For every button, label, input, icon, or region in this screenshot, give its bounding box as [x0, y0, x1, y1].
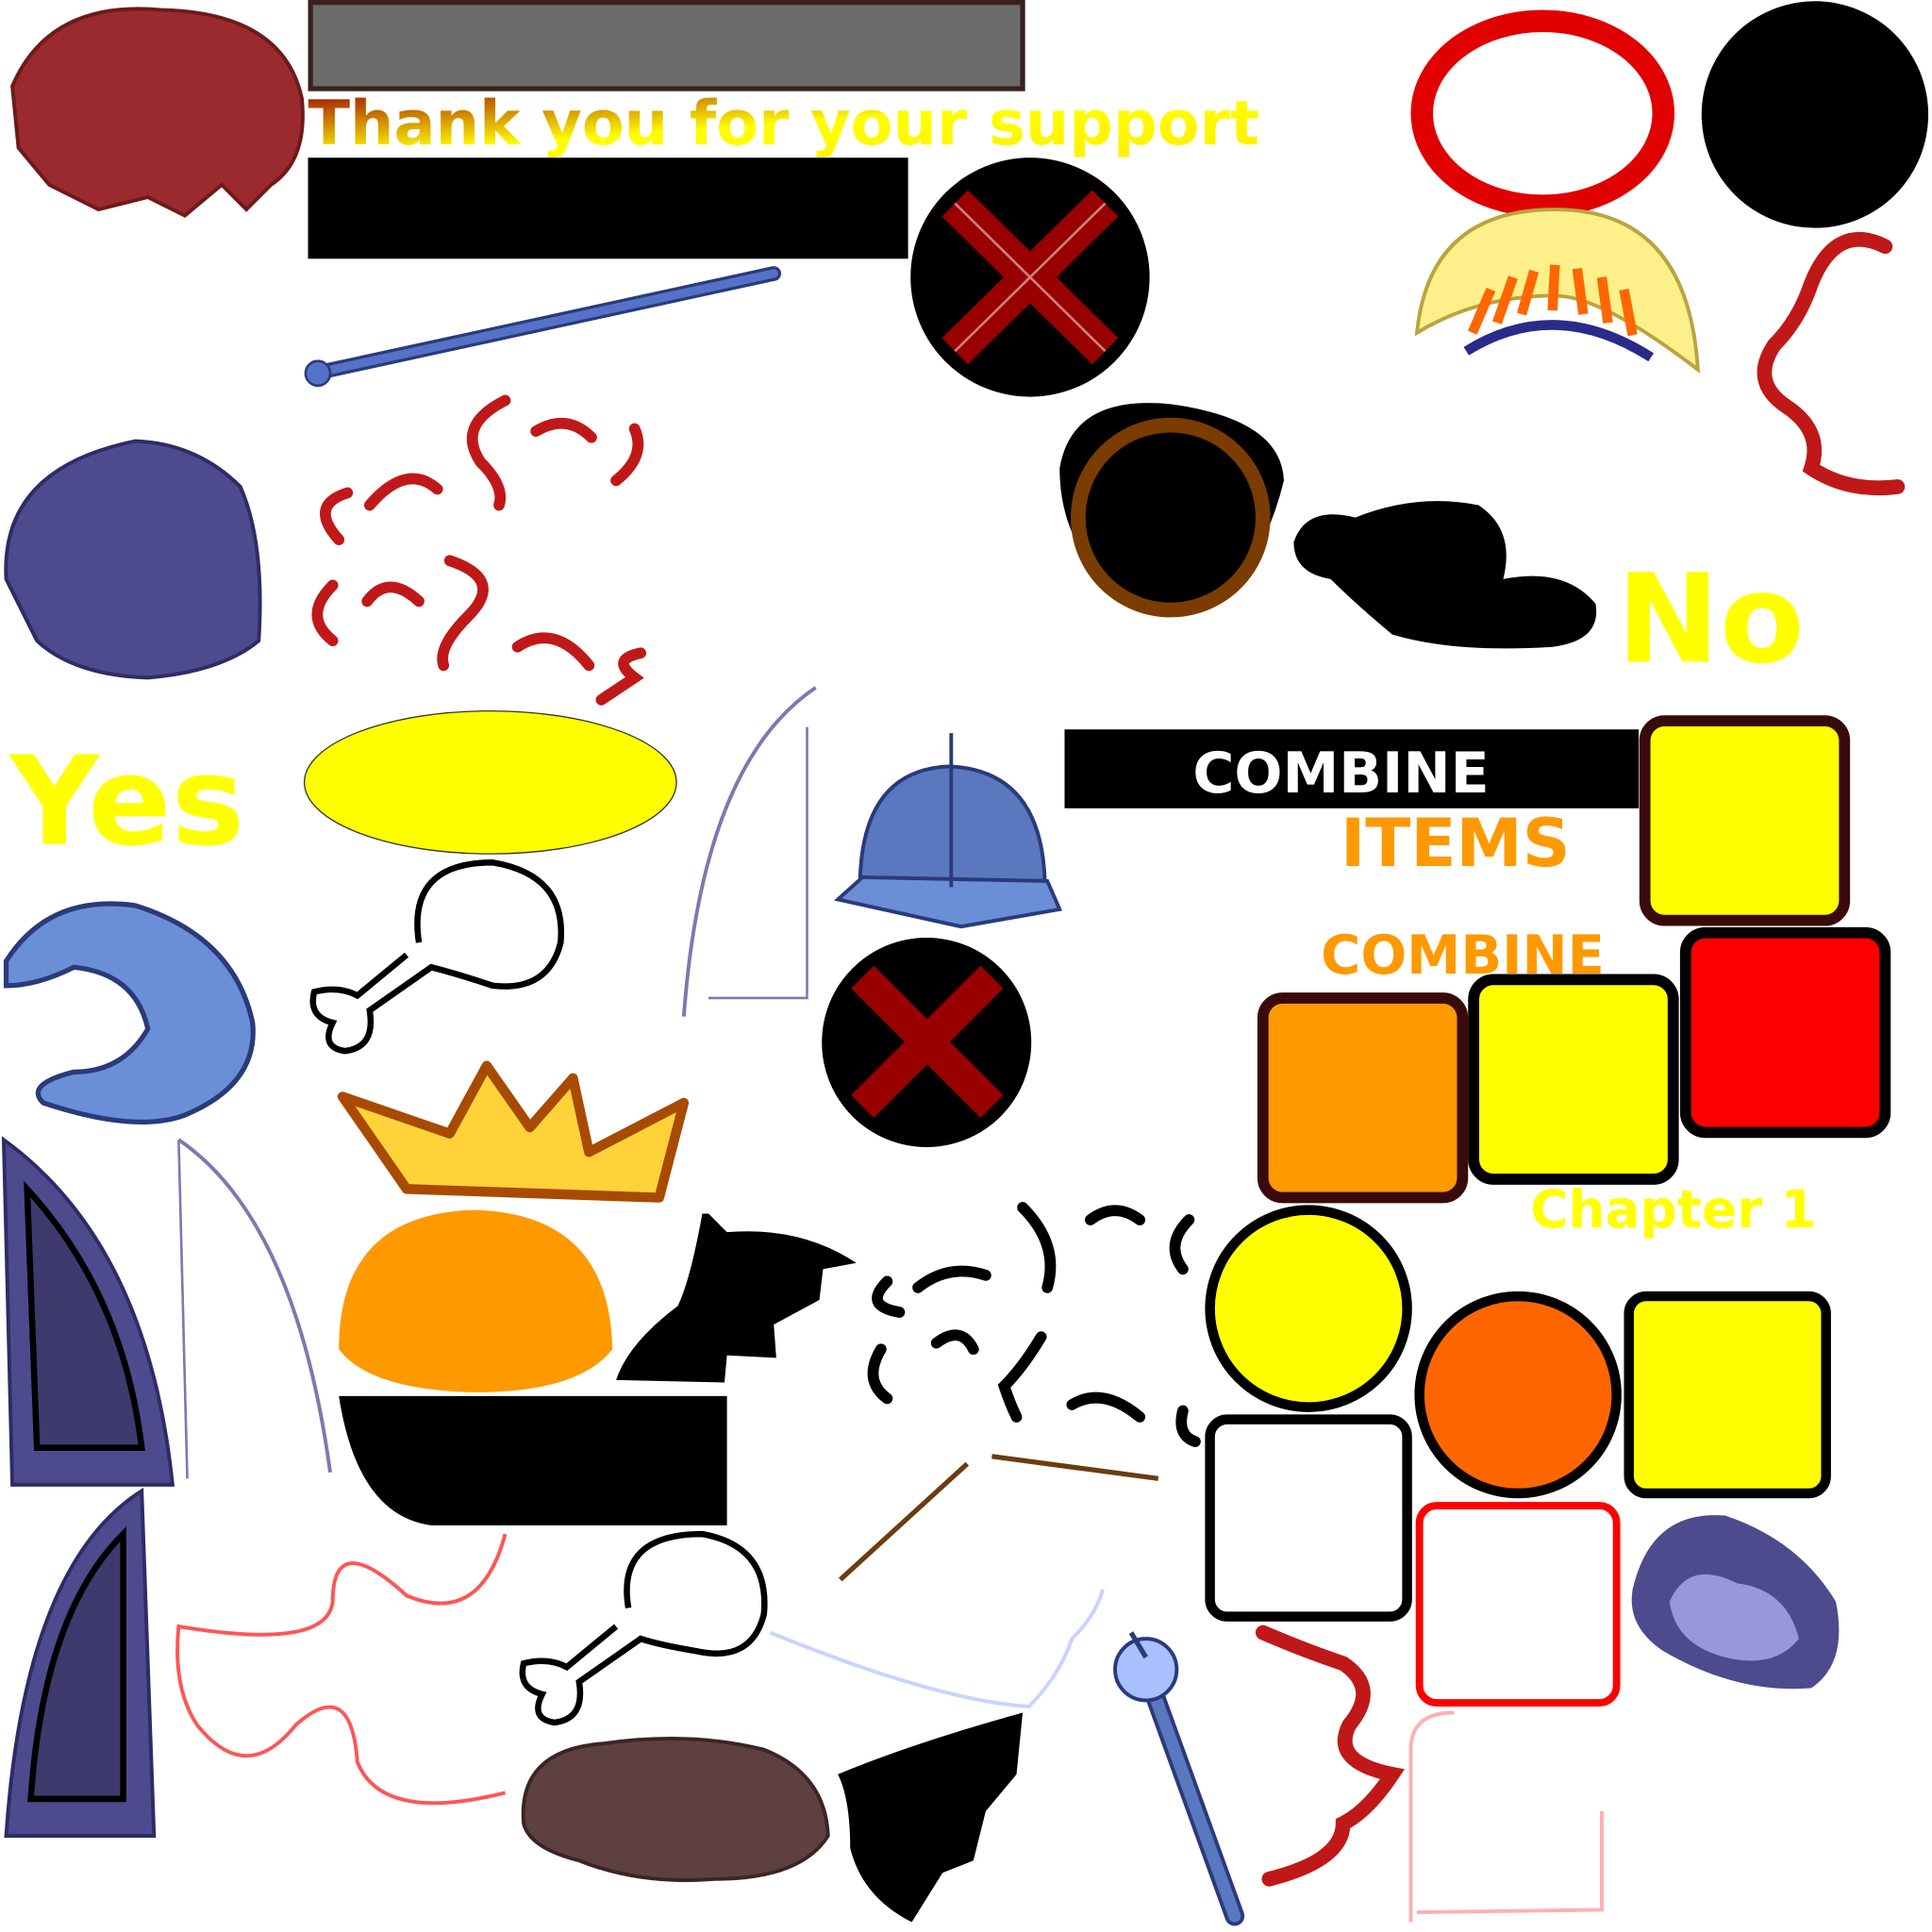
orange-dome-sprite — [339, 1209, 613, 1392]
thin-curve-line — [177, 1140, 189, 1479]
black-circle — [1701, 1, 1929, 228]
no-label: No — [1617, 547, 1805, 691]
red-slot — [1679, 926, 1891, 1139]
blue-staff-sprite — [1113, 1631, 1245, 1926]
red-headband-sprite — [1410, 9, 1675, 217]
purple-hair-sprite — [4, 439, 262, 680]
red-worm-pieces — [311, 394, 647, 706]
brown-stick — [839, 1461, 970, 1582]
purple-hair-sprite-2 — [1631, 1515, 1840, 1690]
white-slot — [1205, 1414, 1412, 1622]
grey-bar — [308, 0, 1025, 92]
orange-circle — [1414, 1291, 1622, 1499]
black-worm-pieces — [867, 1202, 1201, 1448]
blue-hood-sprite — [3, 901, 256, 1124]
pink-wavy-line — [175, 1533, 508, 1806]
thin-curve-line — [681, 686, 817, 1017]
red-worm-sprite — [1757, 231, 1906, 496]
white-slot-red — [1415, 1502, 1621, 1707]
close-icon — [910, 158, 1150, 397]
purple-shutter-sprite — [1, 1136, 175, 1487]
yellow-slot — [1468, 974, 1679, 1185]
drumstick-outline-sprite — [309, 859, 565, 1055]
pale-blue-curve — [769, 1589, 1105, 1708]
thin-curve-line — [708, 726, 808, 1000]
yellow-ellipse — [303, 709, 677, 855]
brown-fur-sprite — [521, 1737, 830, 1883]
yellow-slot — [1639, 715, 1851, 926]
yellow-circle — [1205, 1205, 1412, 1412]
combine-banner — [1064, 729, 1640, 808]
thank-you-text: Thank you for your support — [308, 88, 1260, 159]
black-bar — [308, 158, 908, 259]
red-hair-sprite — [10, 7, 305, 218]
orange-slot — [1257, 992, 1469, 1204]
feather-headdress-sprite — [1414, 208, 1701, 375]
yellow-slot — [1624, 1291, 1831, 1499]
brown-mask-sprite — [1059, 403, 1284, 618]
blue-helmet-sprite — [834, 733, 1063, 929]
bat-wing-sprite — [616, 1213, 857, 1383]
pink-outline — [1408, 1710, 1604, 1923]
crown-sprite — [337, 1060, 690, 1203]
bat-wing-sprite — [838, 1712, 1024, 1923]
drumstick-outline-sprite — [519, 1530, 768, 1726]
black-base-sprite — [339, 1395, 727, 1525]
brown-stick — [991, 1454, 1159, 1481]
red-worm-sprite — [1255, 1624, 1405, 1887]
chapter-label: Chapter 1 — [1530, 1179, 1816, 1240]
items-title: ITEMS — [1341, 805, 1570, 882]
blue-stick-sprite — [304, 266, 782, 388]
close-icon — [822, 937, 1032, 1147]
thin-curve-line — [177, 1138, 332, 1474]
purple-shutter-sprite — [4, 1487, 157, 1839]
yes-label: Yes — [8, 730, 244, 874]
combine-title: COMBINE — [1192, 741, 1489, 807]
black-blob-sprite — [1293, 501, 1597, 649]
